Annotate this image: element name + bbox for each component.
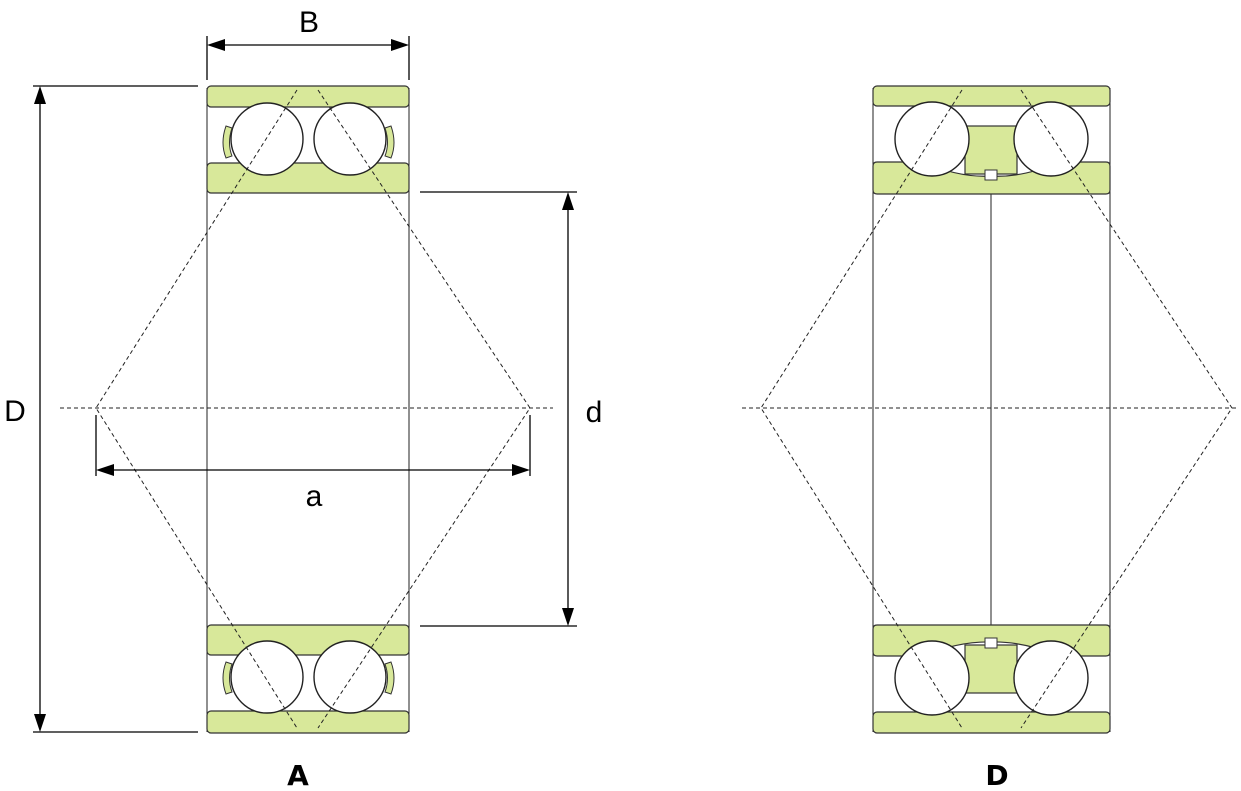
dimension-a: a — [95, 415, 531, 513]
dimension-bore-d-arrow-bottom — [562, 608, 574, 626]
dimension-bore-d: d — [420, 191, 603, 627]
bearing-a-top-outer-ring — [206, 85, 410, 108]
bearing-a-contact-line-right — [317, 89, 531, 729]
dimension-b: B — [206, 6, 410, 80]
bearing-d-bottom-ball-right — [1013, 640, 1089, 716]
dimension-outer-d-label: D — [4, 395, 26, 428]
dimension-outer-d-arrow-top — [34, 86, 46, 104]
bearing-a-bottom-ball-left — [230, 640, 304, 714]
dimension-bore-d-arrow-top — [562, 192, 574, 210]
bearing-d-top-ball-right — [1013, 101, 1089, 177]
bearing-d-top-ball-left — [894, 101, 970, 177]
bearing-d-bottom-cage-slot — [984, 637, 998, 649]
caption-left: A — [287, 759, 309, 791]
bearing-a-bottom-ball-right — [313, 640, 387, 714]
dimension-a-arrow-right — [512, 464, 530, 476]
bearing-a-bottom-outer-ring — [206, 710, 410, 734]
bearing-a — [60, 85, 553, 734]
bearing-d — [742, 85, 1236, 734]
bearing-d-top-cage-slot — [984, 169, 998, 181]
bearing-d-top-outer-ring — [872, 85, 1111, 107]
bearing-d-top-cage — [964, 125, 1018, 175]
dimension-b-arrow-left — [207, 39, 225, 51]
bearing-a-top-inner-ring — [206, 162, 410, 194]
bearing-a-top-ball-left — [230, 102, 304, 176]
bearing-a-top-seal-right — [384, 125, 395, 159]
bearing-d-bottom-cage — [964, 644, 1018, 694]
dimension-a-arrow-left — [96, 464, 114, 476]
caption-right: D — [985, 759, 1008, 791]
dimension-bore-d-label: d — [586, 396, 603, 429]
dimension-a-label: a — [306, 480, 323, 513]
bearing-a-bottom-seal-right — [384, 661, 395, 695]
bearing-a-top-ball-right — [313, 102, 387, 176]
bearing-d-bottom-ball-left — [894, 640, 970, 716]
dimension-outer-d-arrow-bottom — [34, 714, 46, 732]
bearing-a-bottom-inner-ring — [206, 624, 410, 656]
dimension-b-label: B — [299, 6, 319, 39]
dimension-outer-d: D — [4, 85, 198, 733]
bearing-d-bottom-outer-ring — [872, 711, 1111, 734]
bearing-a-bottom-seal-left — [222, 661, 233, 695]
dimension-b-arrow-right — [391, 39, 409, 51]
bearing-a-top-seal-left — [222, 125, 233, 159]
